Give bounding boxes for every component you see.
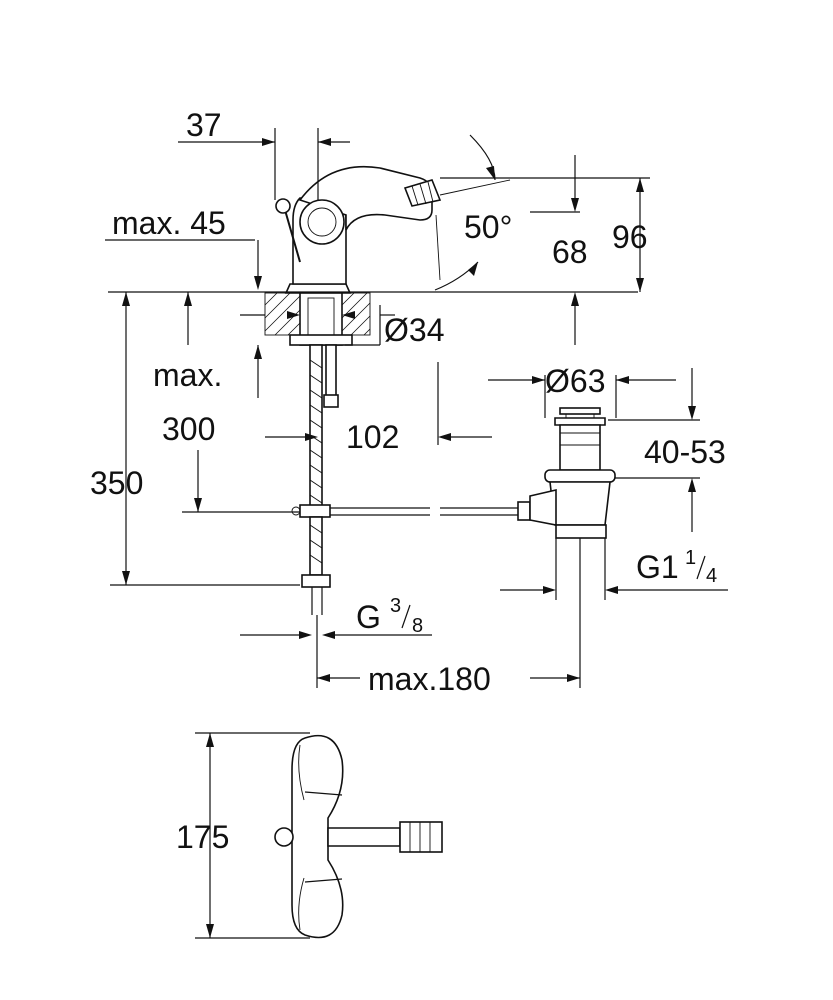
dim-102 <box>265 362 492 445</box>
dim-300 <box>182 292 300 513</box>
dim-dia34 <box>240 305 395 346</box>
dim-68 <box>530 155 580 345</box>
label-dia63: Ø63 <box>545 363 605 399</box>
svg-text:8: 8 <box>412 615 423 637</box>
dim-dia63 <box>488 375 676 418</box>
dim-37 <box>178 128 350 200</box>
label-g-three-eighths: G 3 8 <box>356 595 423 637</box>
label-96: 96 <box>612 219 648 255</box>
svg-text:G: G <box>356 599 381 635</box>
dim-350 <box>110 292 300 586</box>
pop-up-waste <box>529 407 616 539</box>
svg-text:1: 1 <box>685 547 696 569</box>
label-max180: max.180 <box>368 661 491 697</box>
pull-rod <box>330 501 531 521</box>
supply-hoses <box>291 344 339 615</box>
countertop-section <box>264 292 371 346</box>
dim-max-hose <box>254 345 262 398</box>
label-40-53: 40-53 <box>644 434 726 470</box>
dim-max45 <box>105 239 262 290</box>
label-300: 300 <box>162 411 215 447</box>
faucet-side-view <box>108 165 638 294</box>
label-175: 175 <box>176 819 229 855</box>
label-350: 350 <box>90 465 143 501</box>
faucet-top-view <box>274 734 443 939</box>
label-dia34: Ø34 <box>384 312 444 348</box>
dim-max180 <box>316 538 581 688</box>
label-max: max. <box>153 357 222 393</box>
label-102: 102 <box>346 419 399 455</box>
label-g1-quarter: G1 1 4 <box>636 547 717 587</box>
dim-g1-quarter <box>500 538 728 600</box>
svg-text:4: 4 <box>706 565 717 587</box>
svg-text:G1: G1 <box>636 549 679 585</box>
dim-40-53 <box>608 368 700 532</box>
label-angle-50: 50° <box>464 209 512 245</box>
dim-g-three-eighths <box>240 631 432 639</box>
dim-angle-50 <box>434 134 511 291</box>
svg-text:3: 3 <box>390 595 401 617</box>
dim-175 <box>195 732 310 939</box>
label-max45: max. 45 <box>112 205 226 241</box>
dim-96 <box>440 177 650 292</box>
label-68: 68 <box>552 234 588 270</box>
label-37: 37 <box>186 107 222 143</box>
